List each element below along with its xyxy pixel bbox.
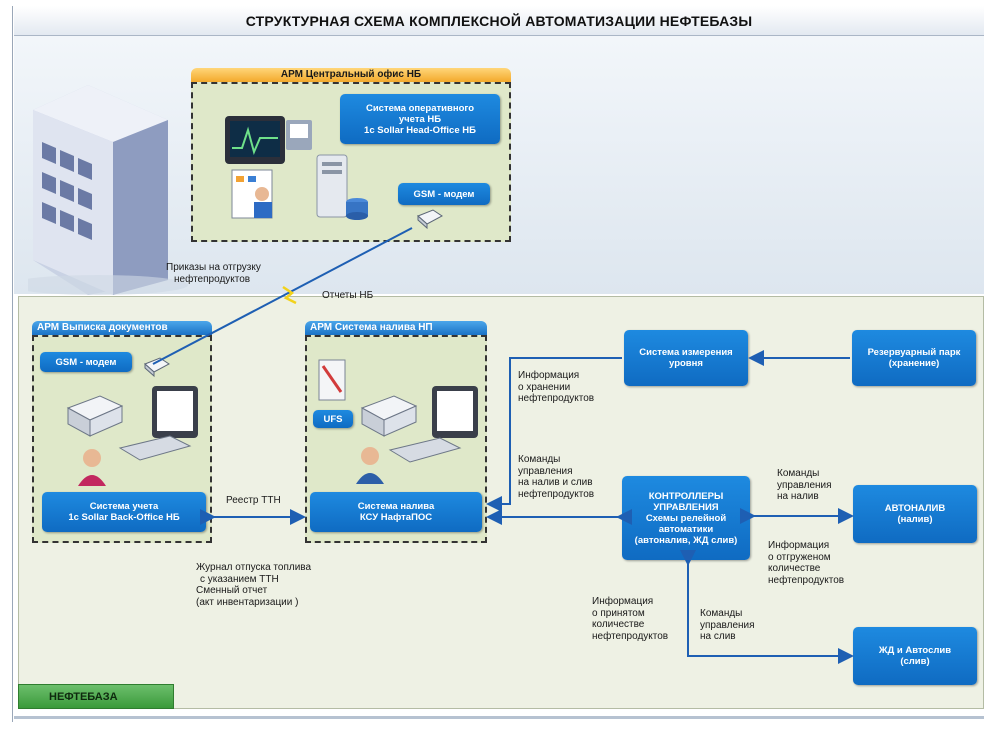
filling-workstation-icon bbox=[356, 386, 478, 484]
arm-documents-header: АРМ Выписка документов bbox=[32, 321, 212, 335]
arm-central-office-header: АРМ Центральный офис НБ bbox=[191, 68, 511, 82]
office-building-icon bbox=[28, 85, 188, 295]
docs-workstation-icon bbox=[66, 386, 198, 486]
diagram-title: СТРУКТУРНАЯ СХЕМА КОМПЛЕКСНОЙ АВТОМАТИЗА… bbox=[14, 6, 984, 36]
received-info-label: Информация о принятом количестве нефтепр… bbox=[592, 596, 669, 642]
office-modem-icon bbox=[417, 209, 443, 230]
shipped-info-label: Информация о отгруженом количестве нефте… bbox=[768, 540, 845, 586]
office-accounting-system[interactable]: Система оперативного учета НБ 1с Sollar … bbox=[340, 94, 500, 144]
office-monitor-icon bbox=[225, 116, 312, 219]
orders-label: Приказы на отгрузку нефтепродуктов bbox=[166, 262, 261, 285]
office-gsm-modem[interactable]: GSM - модем bbox=[398, 183, 490, 205]
tank-park[interactable]: Резервуарный парк (хранение) bbox=[852, 330, 976, 386]
level-measuring-system[interactable]: Система измерения уровня bbox=[624, 330, 748, 386]
arm-filling-system-header: АРМ Система налива НП bbox=[305, 321, 487, 335]
docs-accounting-system[interactable]: Система учета 1с Sollar Back-Office НБ bbox=[42, 492, 206, 532]
reports-label: Отчеты НБ bbox=[322, 290, 374, 301]
diagram-frame bbox=[12, 6, 984, 722]
control-controllers[interactable]: КОНТРОЛЛЕРЫ УПРАВЛЕНИЯ Схемы релейной ав… bbox=[622, 476, 750, 560]
rail-auto-drain[interactable]: ЖД и Автослив (слив) bbox=[853, 627, 977, 685]
fill-commands-right-label: Команды управления на налив bbox=[777, 468, 832, 502]
ufs-badge[interactable]: UFS bbox=[313, 410, 353, 428]
oil-depot-tab[interactable]: НЕФТЕБАЗА bbox=[18, 684, 174, 709]
fill-commands-label: Команды управления на налив и слив нефте… bbox=[518, 454, 595, 500]
filling-system[interactable]: Система налива КСУ НафтаПОС bbox=[310, 492, 482, 532]
registry-label: Реестр ТТН bbox=[226, 495, 281, 506]
docs-modem-icon bbox=[144, 357, 170, 378]
ufs-device-icon bbox=[318, 359, 346, 401]
storage-info-label: Информация о хранении нефтепродуктов bbox=[518, 370, 595, 404]
journal-label: Журнал отпуска топлива с указанием ТТН С… bbox=[196, 562, 312, 608]
drain-commands-label: Команды управления на слив bbox=[700, 608, 755, 642]
auto-filling[interactable]: АВТОНАЛИВ (налив) bbox=[853, 485, 977, 543]
docs-gsm-modem[interactable]: GSM - модем bbox=[40, 352, 132, 372]
bottom-divider bbox=[14, 716, 984, 719]
office-server-icon bbox=[316, 154, 368, 220]
